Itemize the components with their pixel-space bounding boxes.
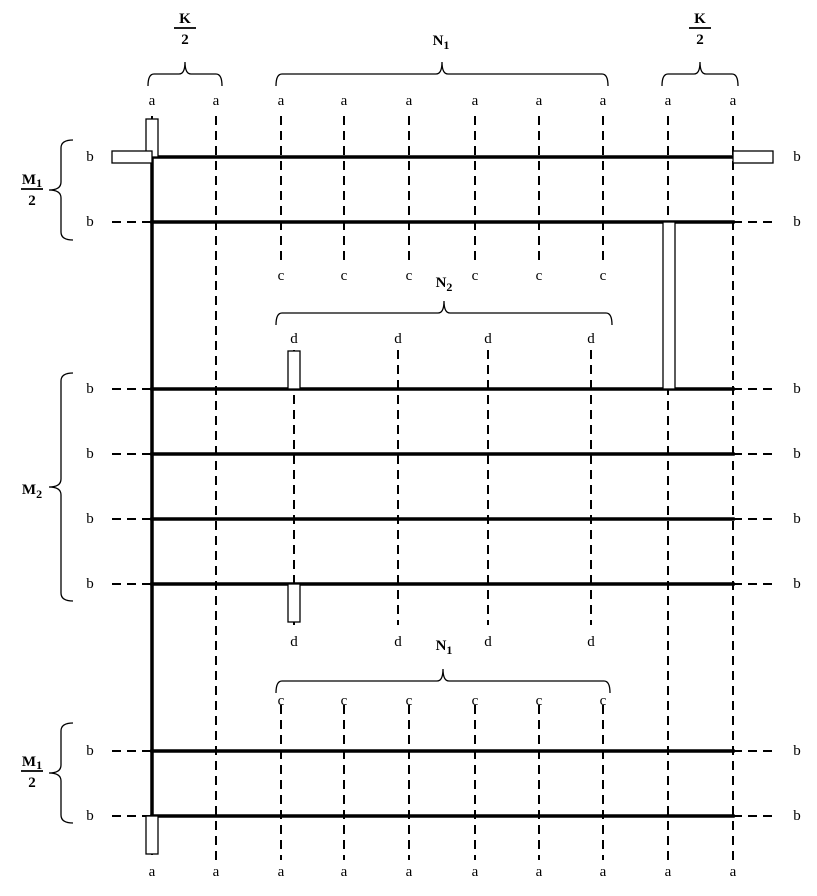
node-labels: a a a a a a a a a a a a a a a a a a a a b b b b b b b b b b b b b b b b c c c c… bbox=[86, 93, 801, 880]
c-label-upper-3: c bbox=[472, 268, 479, 284]
a-label-top-3: a bbox=[341, 93, 348, 109]
a-label-top-2: a bbox=[278, 93, 285, 109]
c-label-lower-3: c bbox=[472, 693, 479, 709]
brace-k-right bbox=[661, 61, 739, 87]
m1-fraction-top-denominator: 2 bbox=[28, 193, 36, 209]
a-label-bottom-8: a bbox=[665, 864, 672, 880]
d-label-lower-2: d bbox=[484, 634, 492, 650]
rect-d-bottom bbox=[287, 583, 301, 623]
brace-n1-top bbox=[275, 61, 609, 87]
b-label-right-0: b bbox=[793, 149, 801, 165]
a-label-bottom-1: a bbox=[213, 864, 220, 880]
c-label-lower-2: c bbox=[406, 693, 413, 709]
brace-n1-bottom bbox=[275, 668, 611, 694]
m1-fraction-bottom-denominator: 2 bbox=[28, 775, 36, 791]
b-label-left-0: b bbox=[86, 149, 94, 165]
d-label-lower-1: d bbox=[394, 634, 402, 650]
b-label-right-4: b bbox=[793, 511, 801, 527]
c-label-upper-5: c bbox=[600, 268, 607, 284]
a-label-bottom-3: a bbox=[341, 864, 348, 880]
a-label-top-6: a bbox=[536, 93, 543, 109]
k-fraction-left-numerator: K bbox=[179, 11, 191, 27]
brace-k-left bbox=[147, 61, 223, 87]
b-label-right-3: b bbox=[793, 446, 801, 462]
highlight-rectangles bbox=[111, 118, 774, 855]
d-label-upper-0: d bbox=[290, 331, 298, 347]
brace-m2 bbox=[48, 372, 74, 602]
c-label-lower-1: c bbox=[341, 693, 348, 709]
b-label-right-1: b bbox=[793, 214, 801, 230]
b-label-right-5: b bbox=[793, 576, 801, 592]
a-label-bottom-2: a bbox=[278, 864, 285, 880]
b-label-left-5: b bbox=[86, 576, 94, 592]
a-label-bottom-7: a bbox=[600, 864, 607, 880]
b-label-left-6: b bbox=[86, 743, 94, 759]
d-label-upper-1: d bbox=[394, 331, 402, 347]
c-label-lower-4: c bbox=[536, 693, 543, 709]
a-label-top-1: a bbox=[213, 93, 220, 109]
c-label-upper-2: c bbox=[406, 268, 413, 284]
rect-d-top bbox=[287, 350, 301, 390]
dashed-lines bbox=[112, 116, 775, 860]
d-label-lower-3: d bbox=[587, 634, 595, 650]
a-label-top-9: a bbox=[730, 93, 737, 109]
k-fraction-left-denominator: 2 bbox=[181, 32, 189, 48]
c-label-lower-0: c bbox=[278, 693, 285, 709]
d-label-upper-3: d bbox=[587, 331, 595, 347]
c-label-lower-5: c bbox=[600, 693, 607, 709]
b-label-right-2: b bbox=[793, 381, 801, 397]
b-label-right-7: b bbox=[793, 808, 801, 824]
n1-label-top-subscript: 1 bbox=[443, 38, 449, 52]
a-label-top-8: a bbox=[665, 93, 672, 109]
m2-label-subscript: 2 bbox=[36, 487, 42, 501]
n2-label-subscript: 2 bbox=[446, 280, 452, 294]
b-label-right-6: b bbox=[793, 743, 801, 759]
braces bbox=[48, 61, 739, 824]
k-fraction-right-denominator: 2 bbox=[696, 32, 704, 48]
a-label-top-7: a bbox=[600, 93, 607, 109]
n1-label-bottom: N1 bbox=[436, 638, 453, 657]
a-label-bottom-5: a bbox=[472, 864, 479, 880]
rect-bottom-left bbox=[145, 815, 159, 855]
d-label-lower-0: d bbox=[290, 634, 298, 650]
a-label-bottom-9: a bbox=[730, 864, 737, 880]
a-label-top-5: a bbox=[472, 93, 479, 109]
brace-m1-top bbox=[48, 139, 74, 241]
n1-label-bottom-subscript: 1 bbox=[446, 643, 452, 657]
m1-fraction-bottom-subscript: 1 bbox=[36, 758, 42, 772]
c-label-upper-4: c bbox=[536, 268, 543, 284]
a-label-bottom-4: a bbox=[406, 864, 413, 880]
b-label-left-1: b bbox=[86, 214, 94, 230]
brace-m1-bottom bbox=[48, 722, 74, 824]
n1-label-top: N1 bbox=[433, 33, 450, 52]
rect-top-left-horizontal bbox=[111, 150, 153, 164]
m1-fraction-top-numerator: M1 bbox=[22, 172, 42, 190]
k-fraction-right-numerator: K bbox=[694, 11, 706, 27]
solid-lines bbox=[150, 155, 735, 818]
b-label-left-2: b bbox=[86, 381, 94, 397]
c-label-upper-0: c bbox=[278, 268, 285, 284]
rect-top-right-horizontal bbox=[732, 150, 774, 164]
a-label-bottom-0: a bbox=[149, 864, 156, 880]
b-label-left-7: b bbox=[86, 808, 94, 824]
d-label-upper-2: d bbox=[484, 331, 492, 347]
m1-fraction-top-subscript: 1 bbox=[36, 176, 42, 190]
a-label-top-4: a bbox=[406, 93, 413, 109]
m2-label: M2 bbox=[22, 482, 42, 501]
brace-n2 bbox=[275, 300, 613, 326]
b-label-left-4: b bbox=[86, 511, 94, 527]
a-label-top-0: a bbox=[149, 93, 156, 109]
a-label-bottom-6: a bbox=[536, 864, 543, 880]
b-label-left-3: b bbox=[86, 446, 94, 462]
n2-label: N2 bbox=[436, 275, 453, 294]
c-label-upper-1: c bbox=[341, 268, 348, 284]
rect-right-long bbox=[662, 221, 676, 390]
m1-fraction-bottom-numerator: M1 bbox=[22, 754, 42, 772]
